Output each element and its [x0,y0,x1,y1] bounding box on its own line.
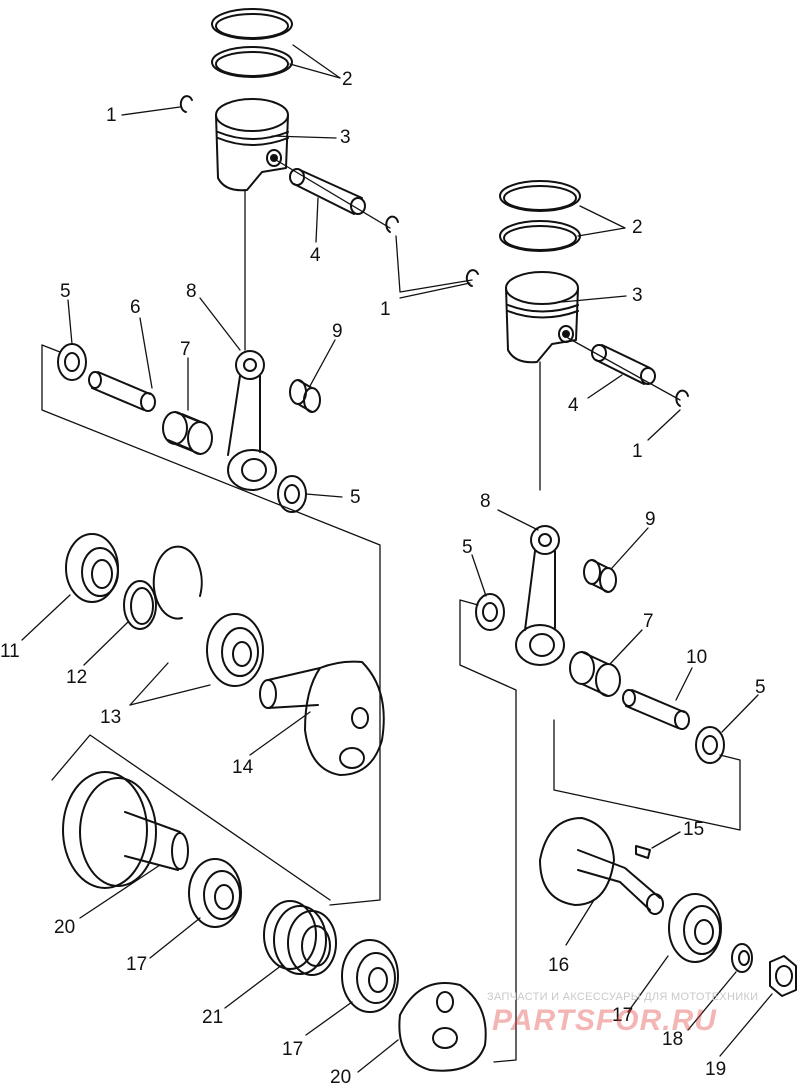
part-label-17: 17 [612,1005,634,1026]
watermark-tagline: ЗАПЧАСТИ И АКСЕССУАРЫ ДЛЯ МОТОТЕХНИКИ [487,991,759,1003]
circlip-left-b [385,215,399,233]
part-label-7: 7 [180,339,191,360]
part-label-7: 7 [643,611,654,632]
part-label-18: 18 [662,1029,684,1050]
piston-ring-lower-left [211,46,293,78]
woodruff-key-15 [635,845,651,859]
labyrinth-seal-21 [263,900,337,976]
piston-ring-upper-right [499,180,581,212]
part-label-8: 8 [186,281,197,302]
part-label-20: 20 [54,917,76,938]
part-label-9: 9 [645,509,656,530]
part-label-1: 1 [380,299,391,320]
crank-flywheel-20-lower [398,982,487,1072]
watermark-logo-text: PARTSFOR.RU [492,1004,717,1037]
circlip-right-a [465,269,479,287]
piston-ring-upper-left [211,8,293,40]
part-label-5: 5 [755,677,766,698]
thrust-washer-left-2 [277,475,307,513]
part-label-6: 6 [130,297,141,318]
part-label-3: 3 [340,127,351,148]
thrust-washer-right [475,593,505,631]
circlip-left-a [179,95,193,113]
bearing-17-right [668,893,722,963]
piston-right [505,271,579,364]
needle-bearing-left [162,411,213,455]
part-label-12: 12 [66,667,88,688]
part-label-15: 15 [683,819,705,840]
thrust-washer-right-2 [695,726,725,764]
part-label-2: 2 [342,69,353,90]
part-label-4: 4 [568,395,579,416]
snap-ring-13 [152,545,203,620]
part-label-5: 5 [350,487,361,508]
piston-pin-right [591,344,656,385]
part-label-13: 13 [100,707,122,728]
spacer-ring-12 [123,580,157,630]
piston-left [215,98,289,192]
piston-ring-lower-right [499,220,581,252]
part-label-3: 3 [632,285,643,306]
part-label-2: 2 [632,217,643,238]
part-label-11: 11 [0,641,20,662]
crankshaft-half-14 [259,660,385,776]
part-label-8: 8 [480,491,491,512]
washer-18 [731,943,753,973]
part-label-1: 1 [632,441,643,462]
part-label-9: 9 [332,321,343,342]
crank-pin-10 [622,689,690,730]
part-label-21: 21 [202,1007,224,1028]
crankshaft-half-16 [539,817,664,915]
nut-19 [769,955,797,997]
part-label-5: 5 [60,281,71,302]
crank-flywheel-20-left [62,771,189,889]
bearing-17-left [188,858,242,928]
part-label-10: 10 [686,647,708,668]
part-label-5: 5 [462,537,473,558]
circlip-right-b [675,389,689,407]
part-label-20: 20 [330,1067,352,1088]
thrust-washer-left [57,343,87,381]
small-end-bearing-right [583,559,617,593]
small-end-bearing-left [289,379,321,413]
part-label-4: 4 [310,245,321,266]
crank-pin-left [88,371,156,412]
connecting-rod-right [515,525,565,666]
bearing-13 [206,613,264,687]
piston-pin-left [289,168,366,215]
bearing-17-lower [341,939,399,1013]
part-label-1: 1 [106,105,117,126]
connecting-rod-left [227,350,277,491]
part-label-14: 14 [232,757,254,778]
needle-bearing-right [569,651,621,697]
part-label-19: 19 [705,1059,727,1080]
part-label-17: 17 [282,1039,304,1060]
part-label-17: 17 [126,954,148,975]
main-bearing-11 [65,533,119,603]
part-label-16: 16 [548,955,570,976]
